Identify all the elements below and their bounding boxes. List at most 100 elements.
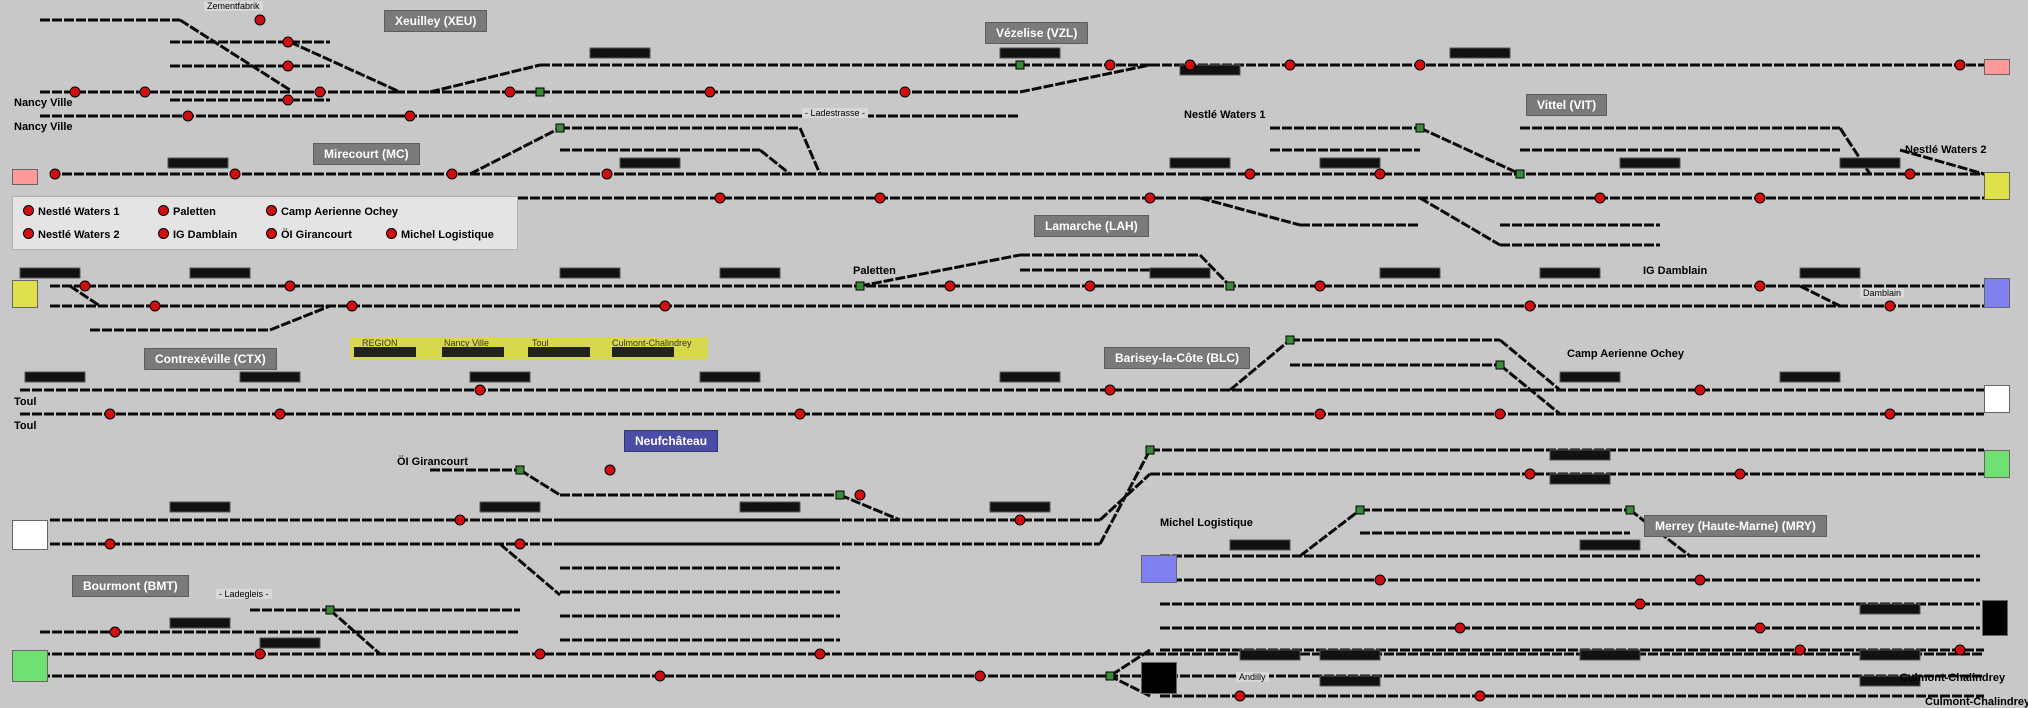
switch-icon[interactable]: [855, 281, 865, 291]
section-counter[interactable]: [1319, 675, 1381, 687]
switch-icon[interactable]: [1415, 123, 1425, 133]
section-counter[interactable]: [259, 637, 321, 649]
exit-block-blc-white[interactable]: [1984, 385, 2010, 413]
station-label-neufchateau[interactable]: Neufchâteau: [624, 430, 719, 452]
exit-block-michel-blue[interactable]: [1141, 555, 1177, 583]
legend-item[interactable]: Paletten: [158, 205, 216, 218]
signal-icon[interactable]: [1594, 192, 1606, 204]
signal-icon[interactable]: [1754, 622, 1766, 634]
section-counter[interactable]: [1859, 675, 1921, 687]
signal-icon[interactable]: [704, 86, 716, 98]
exit-block-neuf-green[interactable]: [1984, 450, 2010, 478]
signal-icon[interactable]: [1904, 168, 1916, 180]
switch-icon[interactable]: [1285, 335, 1295, 345]
section-counter[interactable]: [1169, 157, 1231, 169]
section-counter[interactable]: [479, 501, 541, 513]
signal-icon[interactable]: [446, 168, 458, 180]
station-label-xeuilley[interactable]: Xeuilley (XEU): [384, 10, 488, 32]
exit-block-bmt-white[interactable]: [12, 520, 48, 550]
signal-icon[interactable]: [514, 538, 526, 550]
section-counter[interactable]: [469, 371, 531, 383]
section-counter[interactable]: [1539, 267, 1601, 279]
signal-icon[interactable]: [1084, 280, 1096, 292]
station-label-vezelise[interactable]: Vézelise (VZL): [985, 22, 1089, 44]
signal-icon[interactable]: [1454, 622, 1466, 634]
section-counter[interactable]: [1579, 649, 1641, 661]
signal-icon[interactable]: [1374, 574, 1386, 586]
signal-icon[interactable]: [504, 86, 516, 98]
legend-item[interactable]: ÖI Girancourt: [266, 228, 352, 241]
signal-icon[interactable]: [1314, 280, 1326, 292]
section-counter[interactable]: [1229, 539, 1291, 551]
signal-icon[interactable]: [182, 110, 194, 122]
signal-icon[interactable]: [1314, 408, 1326, 420]
signal-icon[interactable]: [854, 489, 866, 501]
signal-icon[interactable]: [69, 86, 81, 98]
signal-icon[interactable]: [1144, 192, 1156, 204]
section-counter[interactable]: [1239, 649, 1301, 661]
signal-icon[interactable]: [1524, 300, 1536, 312]
exit-block-bmt-green[interactable]: [12, 650, 48, 682]
signal-icon[interactable]: [1734, 468, 1746, 480]
section-counter[interactable]: [189, 267, 251, 279]
station-label-contrexeville[interactable]: Contrexéville (CTX): [144, 348, 277, 370]
signal-icon[interactable]: [1954, 59, 1966, 71]
signal-icon[interactable]: [1244, 168, 1256, 180]
signal-icon[interactable]: [474, 384, 486, 396]
signal-icon[interactable]: [1184, 59, 1196, 71]
switch-icon[interactable]: [835, 490, 845, 500]
section-counter[interactable]: [989, 501, 1051, 513]
section-counter[interactable]: [24, 371, 86, 383]
section-counter[interactable]: [999, 47, 1061, 59]
legend-item[interactable]: IG Damblain: [158, 228, 237, 241]
section-counter[interactable]: [1149, 267, 1211, 279]
exit-block-damblain-blue[interactable]: [1984, 278, 2010, 308]
signal-icon[interactable]: [282, 36, 294, 48]
legend-item[interactable]: Michel Logistique: [386, 228, 494, 241]
region-tab[interactable]: Toul: [532, 338, 549, 348]
switch-icon[interactable]: [1015, 60, 1025, 70]
switch-icon[interactable]: [1105, 671, 1115, 681]
signal-icon[interactable]: [1884, 300, 1896, 312]
switch-icon[interactable]: [515, 465, 525, 475]
signal-icon[interactable]: [346, 300, 358, 312]
signal-icon[interactable]: [282, 60, 294, 72]
signal-icon[interactable]: [104, 538, 116, 550]
section-counter[interactable]: [1449, 47, 1511, 59]
signal-icon[interactable]: [601, 168, 613, 180]
region-tab[interactable]: Nancy Ville: [444, 338, 489, 348]
section-counter[interactable]: [1179, 64, 1241, 76]
signal-icon[interactable]: [1474, 690, 1486, 702]
signal-icon[interactable]: [1374, 168, 1386, 180]
station-label-bourmont[interactable]: Bourmont (BMT): [72, 575, 189, 597]
section-counter[interactable]: [1619, 157, 1681, 169]
section-counter[interactable]: [169, 501, 231, 513]
switch-icon[interactable]: [1145, 445, 1155, 455]
section-counter[interactable]: [19, 267, 81, 279]
station-label-barisey[interactable]: Barisey-la-Côte (BLC): [1104, 347, 1251, 369]
section-counter[interactable]: [1859, 603, 1921, 615]
signal-icon[interactable]: [874, 192, 886, 204]
switch-icon[interactable]: [535, 87, 545, 97]
signal-icon[interactable]: [974, 670, 986, 682]
signal-icon[interactable]: [1954, 644, 1966, 656]
exit-block-ctx-yellow[interactable]: [12, 280, 38, 308]
signal-icon[interactable]: [109, 626, 121, 638]
exit-block-mry-black[interactable]: [1982, 600, 2008, 636]
station-label-lamarche[interactable]: Lamarche (LAH): [1034, 215, 1149, 237]
switch-icon[interactable]: [325, 605, 335, 615]
signal-icon[interactable]: [604, 464, 616, 476]
section-counter[interactable]: [1559, 371, 1621, 383]
signal-icon[interactable]: [254, 648, 266, 660]
switch-icon[interactable]: [1625, 505, 1635, 515]
signal-icon[interactable]: [79, 280, 91, 292]
section-counter[interactable]: [559, 267, 621, 279]
station-label-merrey[interactable]: Merrey (Haute-Marne) (MRY): [1644, 515, 1827, 537]
legend-item[interactable]: Camp Aerienne Ochey: [266, 205, 398, 218]
section-counter[interactable]: [1319, 157, 1381, 169]
section-counter[interactable]: [167, 157, 229, 169]
signal-icon[interactable]: [284, 280, 296, 292]
signal-icon[interactable]: [1104, 384, 1116, 396]
signal-icon[interactable]: [1884, 408, 1896, 420]
section-counter[interactable]: [619, 157, 681, 169]
